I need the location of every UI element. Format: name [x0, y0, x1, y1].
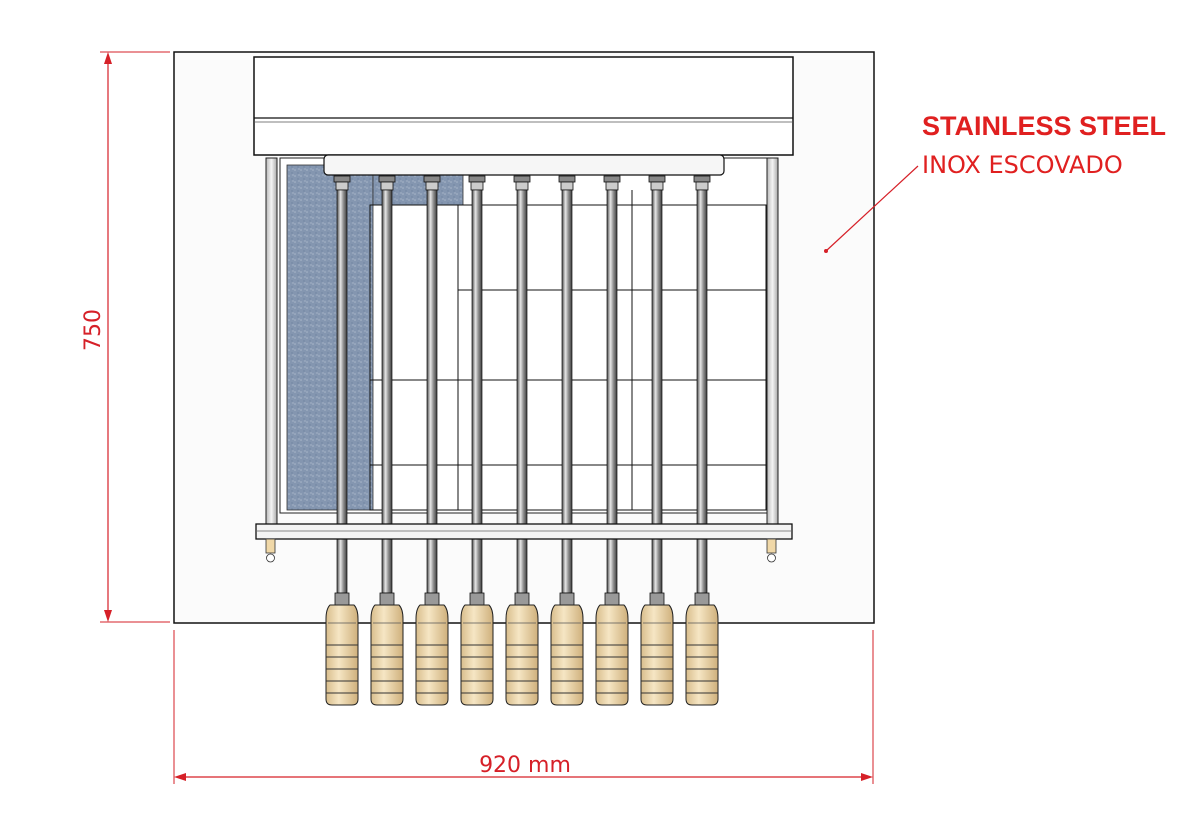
callout-material-subtitle: INOX ESCOVADO — [922, 151, 1123, 179]
right-post — [766, 157, 779, 527]
glass-panel — [286, 164, 374, 511]
skewer — [685, 175, 719, 706]
skewer — [505, 175, 539, 706]
width-dimension — [173, 630, 874, 784]
skewer — [325, 175, 359, 706]
skewer-handle — [595, 604, 629, 706]
height-dimension-label: 750 — [81, 309, 106, 351]
top-skewer-bar — [323, 154, 725, 176]
skewer-handle — [505, 604, 539, 706]
height-dimension — [100, 51, 170, 623]
bottom-tray — [255, 523, 793, 540]
width-dimension-label: 920 mm — [479, 753, 571, 778]
skewer — [370, 175, 404, 706]
callout-material-title: STAINLESS STEEL — [922, 111, 1166, 141]
skewer-handle — [460, 604, 494, 706]
skewer — [640, 175, 674, 706]
skewer — [595, 175, 629, 706]
left-foot — [265, 538, 276, 563]
skewer-handle — [640, 604, 674, 706]
left-post — [265, 157, 278, 527]
skewer-handle — [370, 604, 404, 706]
skewer-handle — [550, 604, 584, 706]
top-hood — [253, 56, 794, 156]
skewer-group — [325, 175, 719, 706]
skewer — [550, 175, 584, 706]
callout-leader-dot — [824, 249, 828, 253]
callout-leader-line — [825, 165, 919, 252]
skewer — [415, 175, 449, 706]
right-foot — [766, 538, 777, 563]
skewer-handle — [325, 604, 359, 706]
skewer-handle — [415, 604, 449, 706]
skewer — [460, 175, 494, 706]
skewer-handle — [685, 604, 719, 706]
